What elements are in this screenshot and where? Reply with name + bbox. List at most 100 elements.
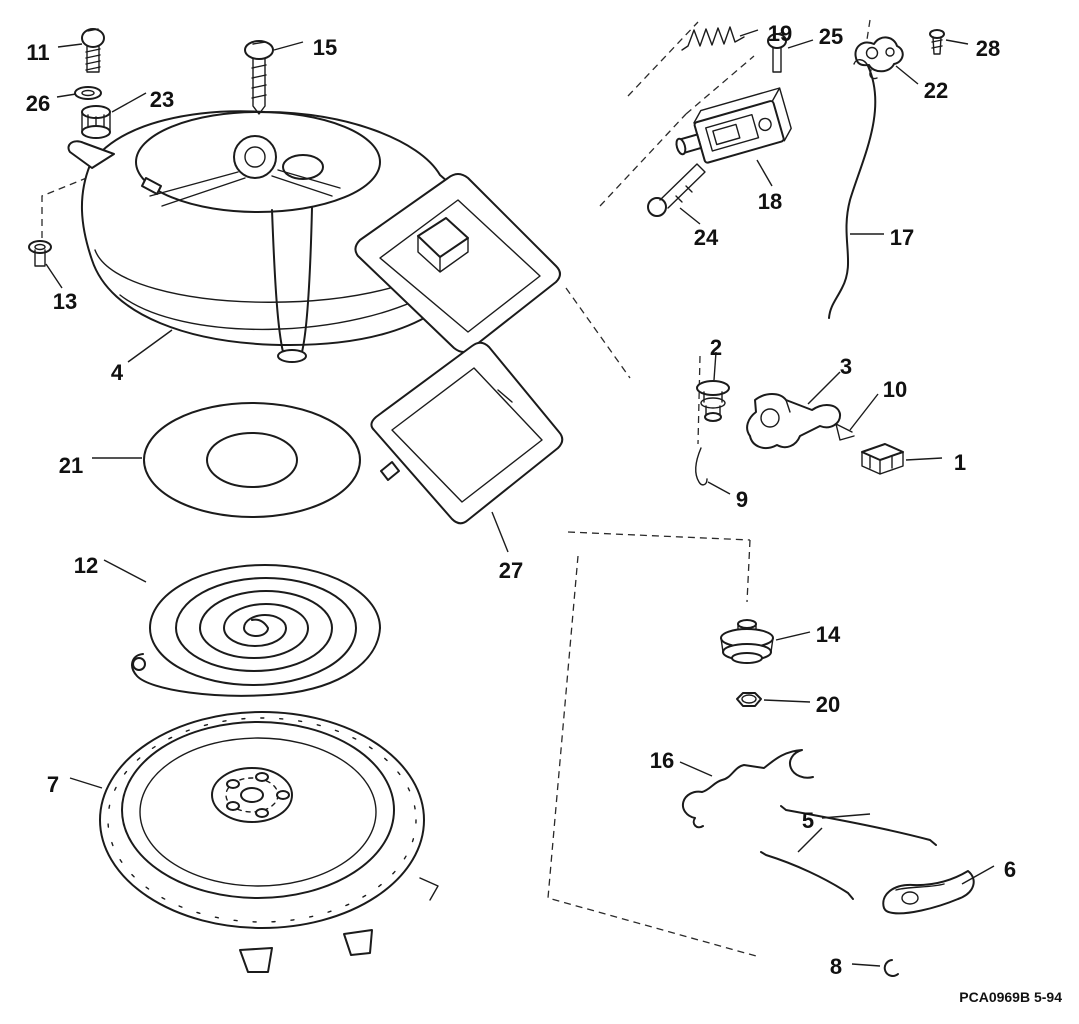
housing-spoke-2 bbox=[271, 169, 341, 197]
washer-26-outer bbox=[74, 86, 102, 100]
leader-3 bbox=[807, 371, 841, 405]
pin-24-drawing bbox=[647, 163, 706, 217]
clamp-22-body bbox=[854, 36, 904, 73]
pulley-bolt-hole bbox=[226, 779, 240, 789]
callout-24: 24 bbox=[694, 225, 719, 250]
switch-18-hole bbox=[758, 117, 772, 132]
leader-24 bbox=[679, 207, 701, 225]
rod-17-top-hook bbox=[853, 59, 869, 67]
callout-21: 21 bbox=[59, 453, 83, 478]
bushing-23-body bbox=[81, 111, 111, 133]
screw-13-head bbox=[28, 240, 52, 254]
housing-seam-2 bbox=[119, 287, 441, 331]
pulley-7-drawing bbox=[99, 711, 439, 973]
cup-14-side bbox=[720, 637, 774, 653]
screw-25-shaft bbox=[772, 47, 782, 73]
pulley-side-tab bbox=[419, 877, 439, 901]
washer-26-hole bbox=[81, 89, 95, 97]
callout-14: 14 bbox=[816, 622, 841, 647]
clamp-22-hole bbox=[865, 46, 879, 60]
grommet-2-mid bbox=[700, 397, 726, 409]
screw-28-head bbox=[929, 29, 945, 39]
callout-18: 18 bbox=[758, 189, 782, 214]
leader-lines bbox=[45, 29, 995, 967]
switch-18-window bbox=[712, 123, 741, 146]
pawl-6-edge bbox=[895, 883, 945, 891]
nut-20-hole bbox=[741, 694, 757, 704]
bushing-23-bottom bbox=[81, 125, 111, 139]
cup-14-top bbox=[737, 619, 757, 629]
cover-frame-inner bbox=[391, 367, 543, 503]
callout-27: 27 bbox=[499, 558, 523, 583]
leader-6 bbox=[961, 865, 995, 885]
friction-washer-21-drawing bbox=[143, 402, 361, 518]
pin-24-shaft bbox=[659, 163, 706, 209]
bushing-23-top bbox=[81, 105, 111, 119]
switch-18-inner bbox=[705, 113, 760, 152]
spring-end-eyelet bbox=[132, 657, 146, 671]
pin-9-wire bbox=[695, 447, 708, 486]
housing-ear-tab bbox=[67, 140, 115, 169]
leader-5a bbox=[821, 813, 871, 819]
callout-5: 5 bbox=[802, 808, 814, 833]
housing-spoke bbox=[149, 171, 246, 207]
screw-25-drawing bbox=[767, 32, 787, 73]
bracket-boss-sides bbox=[417, 235, 469, 273]
dashed-line bbox=[567, 531, 751, 541]
leader-8 bbox=[851, 963, 881, 967]
callout-13: 13 bbox=[53, 289, 77, 314]
leader-13 bbox=[45, 263, 63, 289]
callout-9: 9 bbox=[736, 487, 748, 512]
callout-4: 4 bbox=[111, 360, 124, 385]
dashed-line bbox=[547, 555, 757, 957]
washer-26-drawing bbox=[74, 86, 102, 100]
screw-11-shaft bbox=[85, 45, 101, 73]
switch-18-plunger-cap bbox=[675, 137, 687, 156]
clamp-22-hole-2 bbox=[885, 47, 895, 57]
leader-2 bbox=[713, 351, 717, 381]
leader-7 bbox=[69, 777, 103, 789]
callout-20: 20 bbox=[816, 692, 840, 717]
screw-28-shaft bbox=[931, 36, 943, 55]
dashed-line bbox=[599, 113, 687, 207]
leader-20 bbox=[763, 699, 811, 703]
housing-bracket-inner bbox=[379, 199, 541, 333]
lockout-lever-3-drawing bbox=[746, 393, 842, 449]
dashed-line bbox=[865, 19, 871, 47]
leader-14 bbox=[775, 631, 811, 641]
callout-7: 7 bbox=[47, 772, 59, 797]
leader-1 bbox=[905, 457, 943, 461]
pawl-6-body bbox=[882, 870, 975, 915]
pin-9-drawing bbox=[695, 447, 708, 486]
bolt-15-head bbox=[244, 40, 274, 60]
recoil-spring-12-drawing bbox=[131, 564, 381, 697]
diagram-code-footer: PCA0969B 5-94 bbox=[959, 989, 1062, 1005]
leader-10 bbox=[849, 393, 879, 431]
pulley-face-inner bbox=[139, 737, 377, 887]
callout-17: 17 bbox=[890, 225, 914, 250]
pawl-6-drawing bbox=[882, 870, 975, 915]
pulley-bolt-hole bbox=[226, 801, 240, 811]
grommet-2-bottom bbox=[704, 412, 722, 422]
leader-22 bbox=[895, 65, 919, 85]
cover-frame-outer bbox=[370, 341, 564, 525]
spring-19-coil bbox=[681, 26, 745, 51]
callout-22: 22 bbox=[924, 78, 948, 103]
lever-3-body bbox=[746, 393, 842, 449]
spring-spiral bbox=[149, 564, 381, 686]
screw-28-drawing bbox=[929, 29, 945, 55]
rod-5-lower bbox=[760, 851, 854, 900]
screw-13-drawing bbox=[28, 240, 52, 267]
screw-25-slot bbox=[772, 32, 782, 36]
leader-12 bbox=[103, 559, 147, 583]
callout-numbers: 11 26 23 15 13 4 21 12 7 19 25 28 22 18 … bbox=[26, 21, 1016, 979]
callout-28: 28 bbox=[976, 36, 1000, 61]
housing-center-hub bbox=[233, 135, 277, 179]
interlock-switch-18-drawing bbox=[675, 87, 792, 164]
pulley-hub-hole bbox=[240, 787, 264, 803]
rod-17-wire bbox=[828, 65, 877, 319]
callout-11: 11 bbox=[26, 40, 49, 65]
callout-12: 12 bbox=[74, 553, 98, 578]
